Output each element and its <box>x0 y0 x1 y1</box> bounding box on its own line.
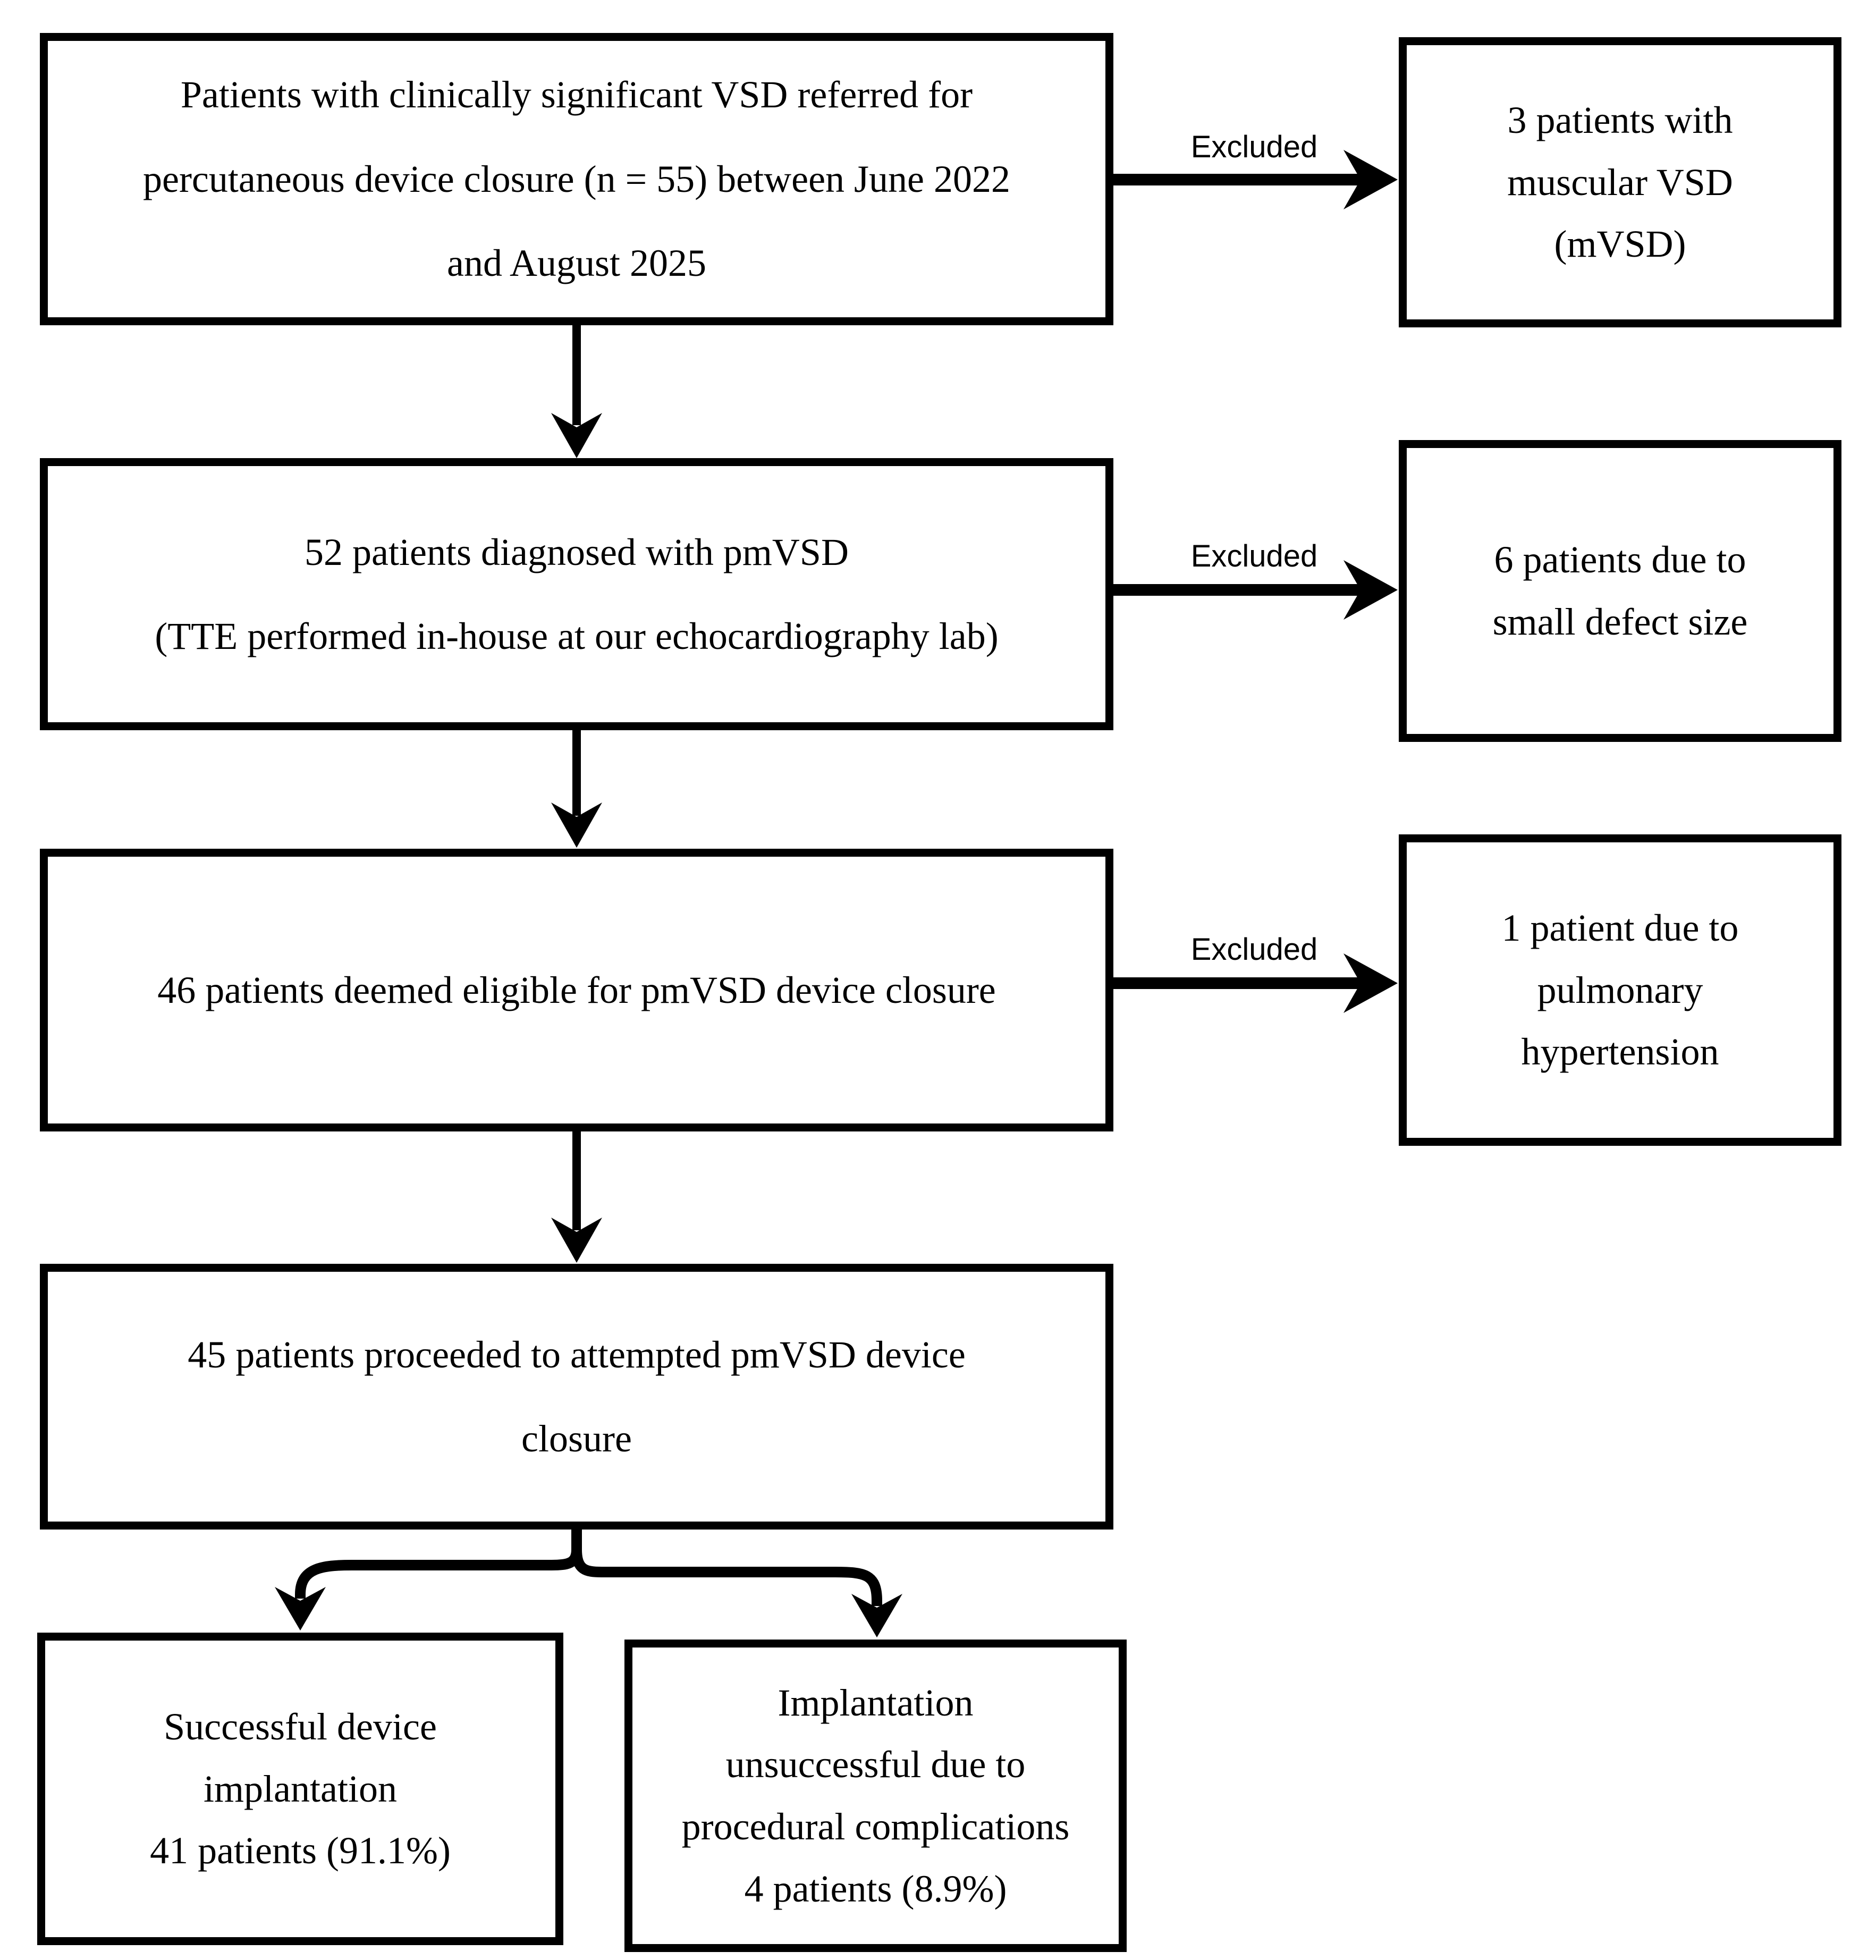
fork-right-branch <box>571 1549 882 1606</box>
arrowhead-down-icon <box>551 413 602 458</box>
excluded-label-mvsd: Excluded <box>1190 130 1318 164</box>
box-excluded-small-defect: 6 patients due to small defect size <box>1399 440 1841 742</box>
arrow-diagnosed-to-eligible <box>551 730 602 848</box>
box-referred: Patients with clinically significant VSD… <box>40 33 1113 325</box>
box-excluded-mvsd: 3 patients with muscular VSD (mVSD) <box>1399 37 1841 327</box>
box-attempted: 45 patients proceeded to attempted pmVSD… <box>40 1264 1113 1530</box>
arrowhead-down-icon <box>275 1587 326 1630</box>
box-successful: Successful device implantation 41 patien… <box>37 1633 563 1945</box>
box-diagnosed: 52 patients diagnosed with pmVSD (TTE pe… <box>40 458 1113 730</box>
fork-left-branch <box>295 1530 582 1599</box>
box-excluded-pulmonary-hypertension: 1 patient due to pulmonary hypertension <box>1399 834 1841 1146</box>
box-unsuccessful: Implantation unsuccessful due to procedu… <box>624 1640 1127 1952</box>
arrow-referred-to-diagnosed <box>551 325 602 458</box>
box-eligible: 46 patients deemed eligible for pmVSD de… <box>40 849 1113 1131</box>
arrowhead-down-icon <box>851 1594 902 1637</box>
excluded-label-small-defect: Excluded <box>1190 539 1318 573</box>
excluded-label-pulmonary-hypertension: Excluded <box>1190 932 1318 967</box>
arrowhead-down-icon <box>551 802 602 848</box>
arrowhead-down-icon <box>551 1218 602 1263</box>
fork-attempted-to-outcomes <box>275 1530 902 1637</box>
arrow-eligible-to-attempted <box>551 1131 602 1263</box>
